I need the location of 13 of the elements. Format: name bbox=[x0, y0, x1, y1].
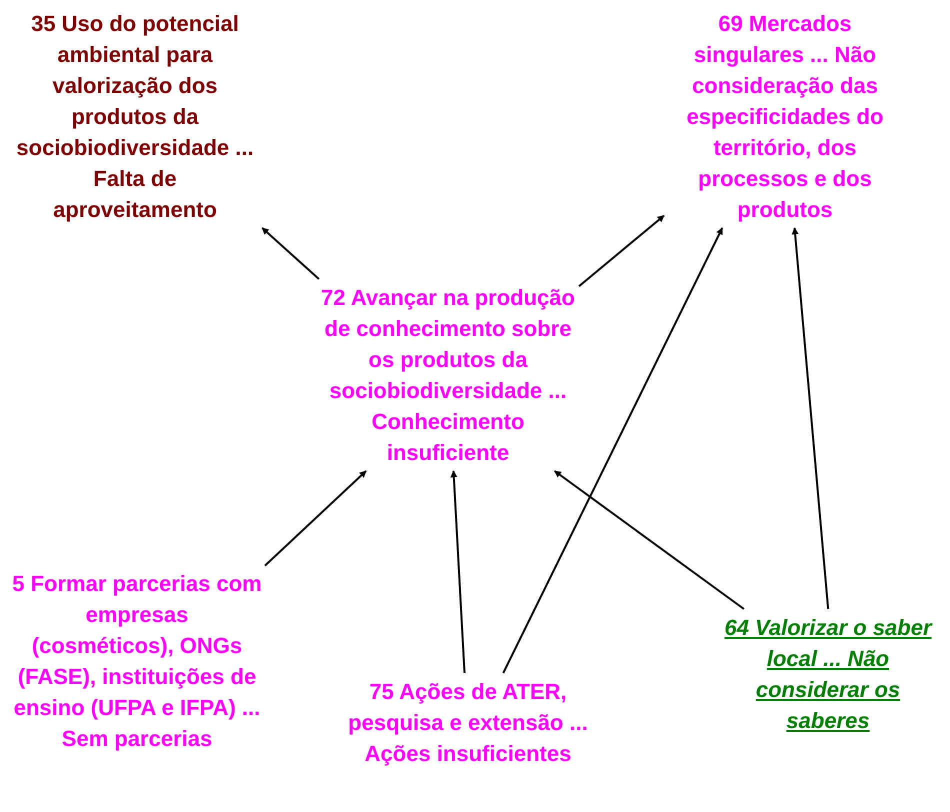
arrow bbox=[554, 470, 745, 610]
arrow bbox=[792, 227, 830, 610]
node-text: 5 Formar parcerias com empresas (cosméticos), ONGs (FASE), instituições de ensino (UFPA e IFPA) ... Sem parcerias bbox=[12, 570, 262, 753]
node-text: 75 Ações de ATER, pesquisa e extensão ... Ações insuficientes bbox=[347, 678, 589, 768]
arrow bbox=[264, 470, 367, 566]
node-text: 72 Avançar na produção de conhecimento sobre os produtos da sociobiodiversidade ... Conhecimento insuficiente bbox=[320, 284, 576, 467]
arrow bbox=[262, 227, 320, 280]
arrow bbox=[578, 214, 665, 287]
node-text: 35 Uso do potencial ambiental para valorização dos produtos da sociobiodiversidade ... Falta de aproveitamento bbox=[15, 10, 255, 224]
arrow bbox=[502, 227, 724, 674]
node-text: 64 Valorizar o saber local ... Não considerar os saberes bbox=[723, 614, 934, 735]
node-text: 69 Mercados singulares ... Não consideração das especificidades do território, dos processos e dos produtos bbox=[686, 10, 884, 224]
arrow bbox=[450, 470, 466, 674]
